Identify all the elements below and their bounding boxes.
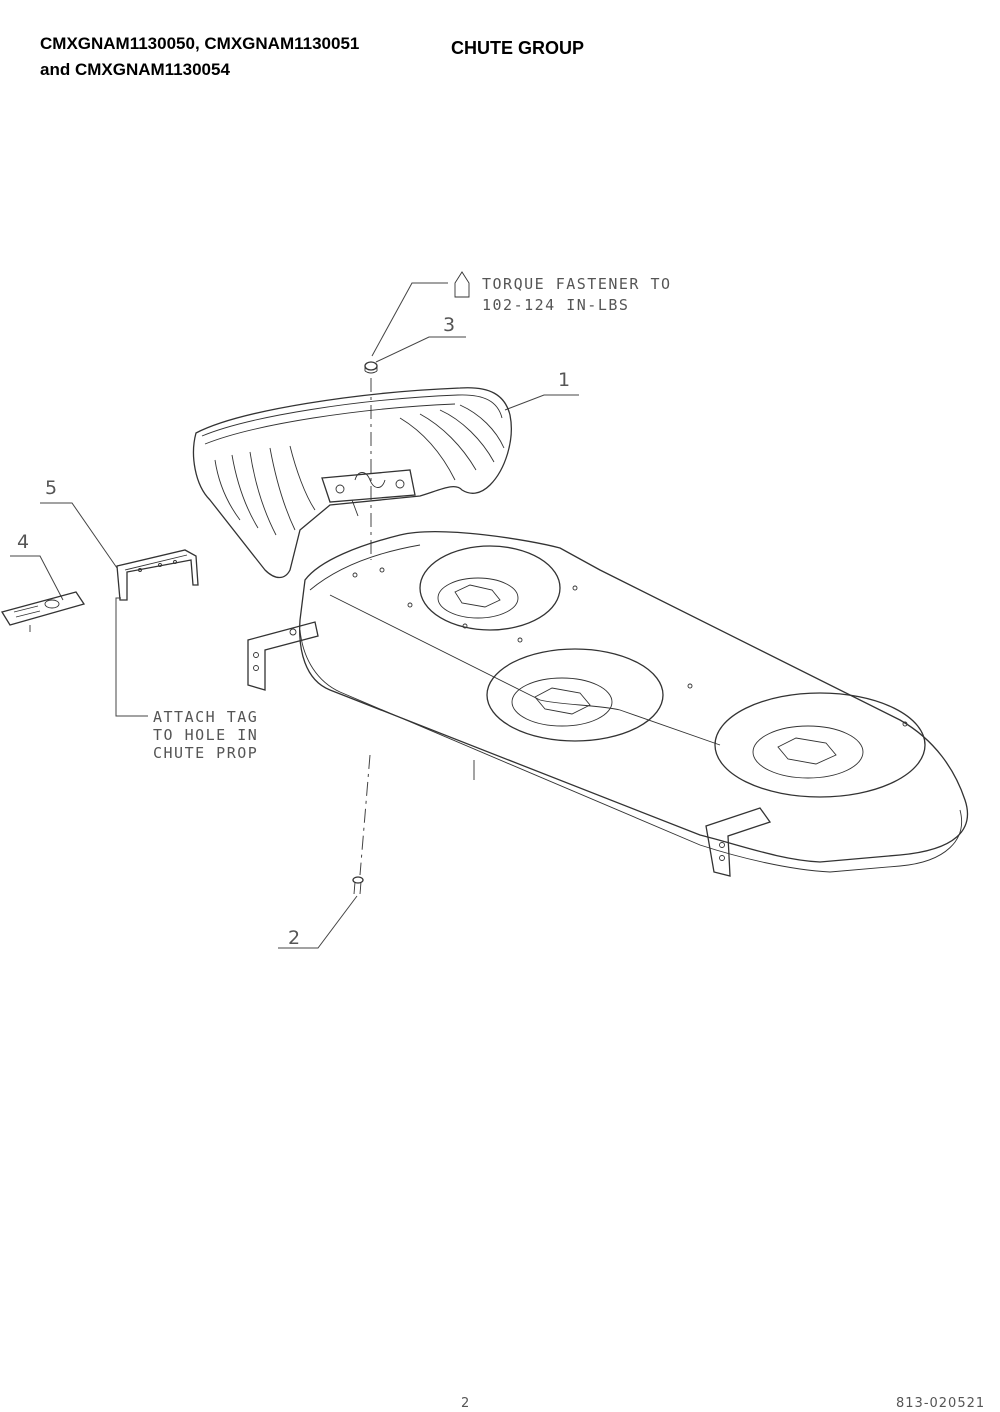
document-number: 813-020521 [896,1396,986,1411]
tag-note-line1: ATTACH TAG [153,708,258,726]
deck-rear-bracket [705,807,772,877]
part-5-chute-prop [116,549,199,601]
callout-4-number: 4 [17,531,29,553]
callout-5: 5 [40,477,118,569]
model-numbers-line-2: and CMXGNAM1130054 [40,60,230,79]
tag-note: ATTACH TAG TO HOLE IN CHUTE PROP [115,597,258,762]
tag-note-line2: TO HOLE IN [153,726,258,744]
part-2-bolt [352,876,364,895]
model-numbers-line-1: CMXGNAM1130050, CMXGNAM1130051 [40,34,360,53]
callout-1-number: 1 [558,369,570,391]
callout-5-number: 5 [45,477,57,499]
callout-1: 1 [504,369,579,411]
tag-note-line3: CHUTE PROP [153,744,258,762]
section-title: CHUTE GROUP [451,38,585,58]
callout-3: 3 [364,314,466,560]
torque-note: TORQUE FASTENER TO 102-124 IN-LBS [371,271,672,357]
torque-note-line1: TORQUE FASTENER TO [482,275,672,293]
mower-deck [299,531,969,873]
page-number: 2 [461,1396,471,1411]
callout-2: 2 [278,895,358,949]
part-4-warning-tag [0,591,86,632]
torque-note-line2: 102-124 IN-LBS [482,296,629,314]
part-1-discharge-chute [192,387,512,579]
callout-4: 4 [10,531,64,601]
part-3-locknut [364,361,378,374]
callout-3-number: 3 [443,314,455,336]
deck-front-bracket [247,621,319,691]
torque-symbol-icon [454,271,470,298]
callout-2-number: 2 [288,927,300,949]
